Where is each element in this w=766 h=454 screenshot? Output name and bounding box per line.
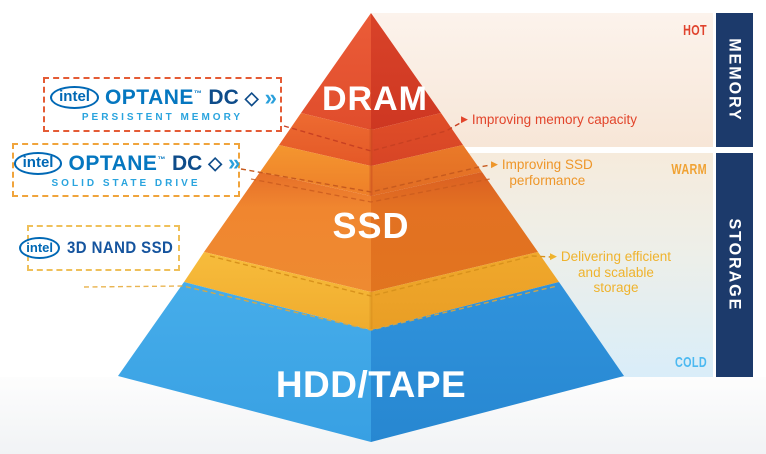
dashed-line-nand-top — [209, 255, 552, 297]
diamond-icon: ◇ — [208, 153, 223, 173]
storage-bar: STORAGE — [716, 153, 753, 377]
arrow-marker-icon: ▶ — [491, 159, 498, 169]
diamond-icon: ◇ — [244, 87, 259, 108]
chevrons-icon: » — [264, 84, 277, 110]
optane-wordmark: OPTANE™ — [68, 151, 166, 175]
annotation-ssd-performance: ▶ Improving SSD performance — [491, 157, 593, 188]
optane-wordmark: OPTANE™ — [104, 86, 203, 109]
chevrons-icon: » — [228, 150, 240, 175]
annotation-scalable-storage: ▶ Delivering efficient and scalable stor… — [550, 249, 671, 296]
memory-bar-label: MEMORY — [725, 38, 745, 122]
nand-band-left — [184, 252, 371, 330]
cold-label: COLD — [674, 354, 707, 371]
solid-state-drive-subtitle: SOLID STATE DRIVE — [51, 177, 201, 189]
hdd-face-left — [118, 282, 371, 442]
dashed-line-nand-bottom — [83, 285, 558, 331]
hdd-label: HDD/TAPE — [276, 364, 466, 405]
warm-label: WARM — [671, 161, 707, 178]
dram-label: DRAM — [322, 80, 428, 118]
optane-ssd-logo-box: intel OPTANE™ DC ◇» SOLID STATE DRIVE — [12, 143, 240, 197]
optane-pm-band-right — [371, 113, 463, 166]
annotation-storage-text: Delivering efficient and scalable storag… — [560, 249, 671, 296]
storage-bar-label: STORAGE — [725, 218, 745, 312]
nand-band-right — [371, 252, 559, 330]
optane-ssd-band-left — [260, 145, 371, 196]
dc-wordmark: DC — [171, 151, 203, 175]
dram-face-right — [371, 13, 441, 130]
dashed-line-memory — [283, 121, 463, 152]
intel-logo: intel — [50, 86, 99, 109]
intel-logo: intel — [13, 151, 63, 175]
dram-face-left — [301, 13, 371, 130]
trademark-symbol: ™ — [157, 154, 166, 164]
optane-pm-logo-box: intel OPTANE™ DC ◇» PERSISTENT MEMORY — [43, 77, 282, 132]
arrow-marker-icon: ▶ — [461, 114, 468, 124]
dc-wordmark: DC — [208, 86, 239, 109]
dashed-line-optane-ssd — [240, 164, 492, 193]
hot-label: HOT — [683, 22, 707, 39]
dashed-line-ssd — [250, 178, 491, 203]
annotation-ssd-text: Improving SSD performance — [501, 157, 593, 188]
intel-logo: intel — [19, 237, 60, 259]
ssd-label: SSD — [332, 205, 409, 246]
hdd-face-right — [371, 282, 624, 442]
arrow-marker-icon: ▶ — [550, 251, 557, 261]
annotation-memory-capacity: ▶ Improving memory capacity — [461, 112, 637, 128]
nand-logo-box: intel 3D NAND SSD — [19, 225, 180, 271]
optane-pm-band-left — [279, 113, 371, 166]
nand-wordmark: 3D NAND SSD — [67, 238, 174, 257]
trademark-symbol: ™ — [193, 89, 203, 98]
optane-ssd-band-right — [371, 145, 482, 196]
memory-bar: MEMORY — [716, 13, 753, 147]
persistent-memory-subtitle: PERSISTENT MEMORY — [81, 112, 244, 123]
annotation-memory-text: Improving memory capacity — [471, 112, 637, 127]
